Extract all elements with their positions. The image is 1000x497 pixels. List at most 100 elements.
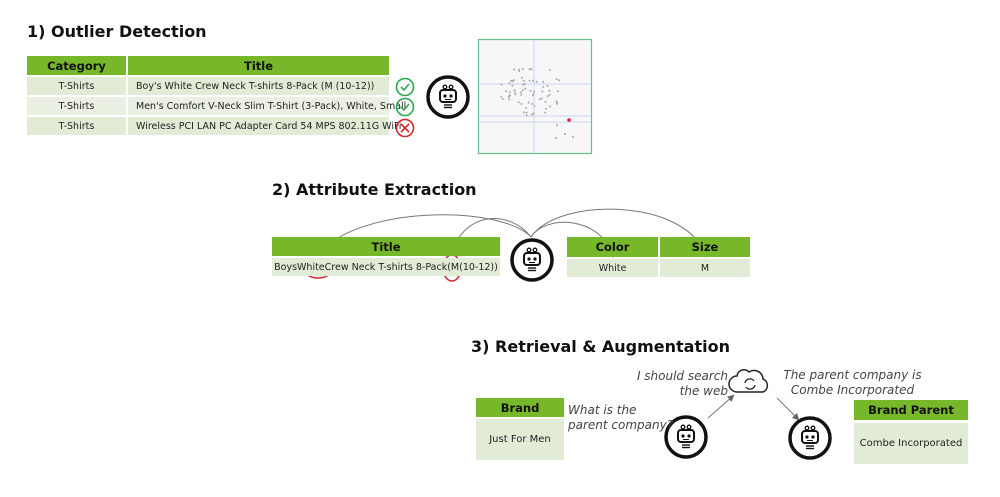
title-cell: Wireless PCI LAN PC Adapter Card 54 MPS … <box>128 117 401 135</box>
scatter-point <box>512 79 515 82</box>
title-text-color: White <box>297 261 325 273</box>
scatter-point <box>519 91 522 94</box>
scatter-plot <box>477 38 593 155</box>
scatter-point <box>522 83 525 86</box>
scatter-point <box>542 80 545 83</box>
check-circle-icon <box>395 77 415 97</box>
title-header: Title <box>128 56 389 75</box>
scatter-point <box>513 89 516 92</box>
scatter-point <box>540 97 543 100</box>
title-text: Boys <box>274 261 298 273</box>
scatter-point <box>518 70 521 72</box>
size-value: M <box>660 259 750 277</box>
category-header: Category <box>27 56 126 75</box>
scatter-point <box>564 133 566 135</box>
scatter-point <box>548 69 551 72</box>
scatter-point <box>531 113 534 116</box>
scatter-point <box>521 76 523 79</box>
scatter-point <box>532 112 535 115</box>
scatter-point <box>556 101 558 103</box>
cloud-sync-icon <box>728 369 769 393</box>
title-cell: Boy's White Crew Neck T-shirts 8-Pack (M… <box>128 77 389 95</box>
scatter-point <box>508 94 511 97</box>
scatter-point <box>513 68 516 71</box>
scatter-point <box>538 98 541 101</box>
scatter-point <box>533 90 535 93</box>
scatter-point <box>513 91 516 94</box>
scatter-point <box>546 95 549 98</box>
scatter-point <box>527 101 530 104</box>
scatter-point <box>522 111 525 114</box>
scatter-point <box>531 103 534 105</box>
robot-icon <box>510 238 554 282</box>
scatter-point <box>555 100 558 103</box>
scatter-point <box>518 68 521 71</box>
scatter-point <box>528 68 531 71</box>
title-text: (10-12)) <box>459 261 498 273</box>
scatter-point <box>520 102 523 105</box>
scatter-point <box>528 79 531 82</box>
scatter-point <box>548 89 551 92</box>
color-header: Color <box>567 237 658 257</box>
outlier-point <box>567 118 571 122</box>
scatter-point <box>525 111 528 114</box>
scatter-point <box>514 93 517 96</box>
extraction-section-title: 2) Attribute Extraction <box>272 180 477 199</box>
scatter-point <box>544 111 547 114</box>
scatter-point <box>521 89 524 92</box>
title-text: Crew Neck T-shirts 8-Pack <box>324 261 448 273</box>
brand-value: Just For Men <box>476 419 564 460</box>
scatter-point <box>556 124 558 126</box>
scatter-point <box>521 68 524 71</box>
scatter-point <box>532 93 534 96</box>
scatter-point <box>525 114 528 117</box>
arrow-from-web <box>776 397 800 421</box>
scatter-point <box>500 83 503 86</box>
scatter-point <box>533 104 536 107</box>
category-cell: T-Shirts <box>27 117 126 135</box>
scatter-point <box>548 93 551 96</box>
scatter-point <box>524 87 527 90</box>
robot-icon <box>426 75 470 119</box>
scatter-point <box>511 80 514 83</box>
scatter-point <box>572 136 574 138</box>
scatter-point <box>529 89 532 92</box>
scatter-point <box>507 95 510 98</box>
retrieval-section-title: 3) Retrieval & Augmentation <box>471 337 730 356</box>
scatter-point <box>549 105 552 108</box>
brand-parent-value: Combe Incorporated <box>854 423 968 464</box>
robot-icon <box>788 416 832 460</box>
scatter-point <box>501 97 504 100</box>
title-cell: Boys White Crew Neck T-shirts 8-Pack (M … <box>272 258 500 276</box>
arrow-to-web <box>707 394 735 419</box>
scatter-point <box>520 93 523 96</box>
scatter-point <box>524 106 527 109</box>
scatter-point <box>541 90 544 93</box>
title-text-size: (M <box>447 261 460 273</box>
title-header: Title <box>272 237 500 256</box>
scatter-point <box>546 84 549 87</box>
category-cell: T-Shirts <box>27 97 126 115</box>
scatter-point <box>556 102 558 105</box>
brand-header: Brand <box>476 398 564 417</box>
size-header: Size <box>660 237 750 257</box>
brand-parent-header: Brand Parent <box>854 400 968 420</box>
outlier-section-title: 1) Outlier Detection <box>27 22 207 41</box>
scatter-point <box>508 98 511 101</box>
scatter-point <box>508 91 511 94</box>
title-cell: Men's Comfort V-Neck Slim T-Shirt (3-Pac… <box>128 97 406 115</box>
color-value: White <box>567 259 658 277</box>
scatter-point <box>524 83 527 85</box>
scatter-point <box>523 79 525 82</box>
scatter-point <box>500 95 503 98</box>
scatter-point <box>508 95 511 98</box>
scatter-point <box>532 79 534 82</box>
scatter-point <box>508 82 511 85</box>
scatter-point <box>544 100 547 103</box>
scatter-point <box>532 94 535 97</box>
scatter-point <box>558 79 561 82</box>
scatter-point <box>530 68 533 70</box>
